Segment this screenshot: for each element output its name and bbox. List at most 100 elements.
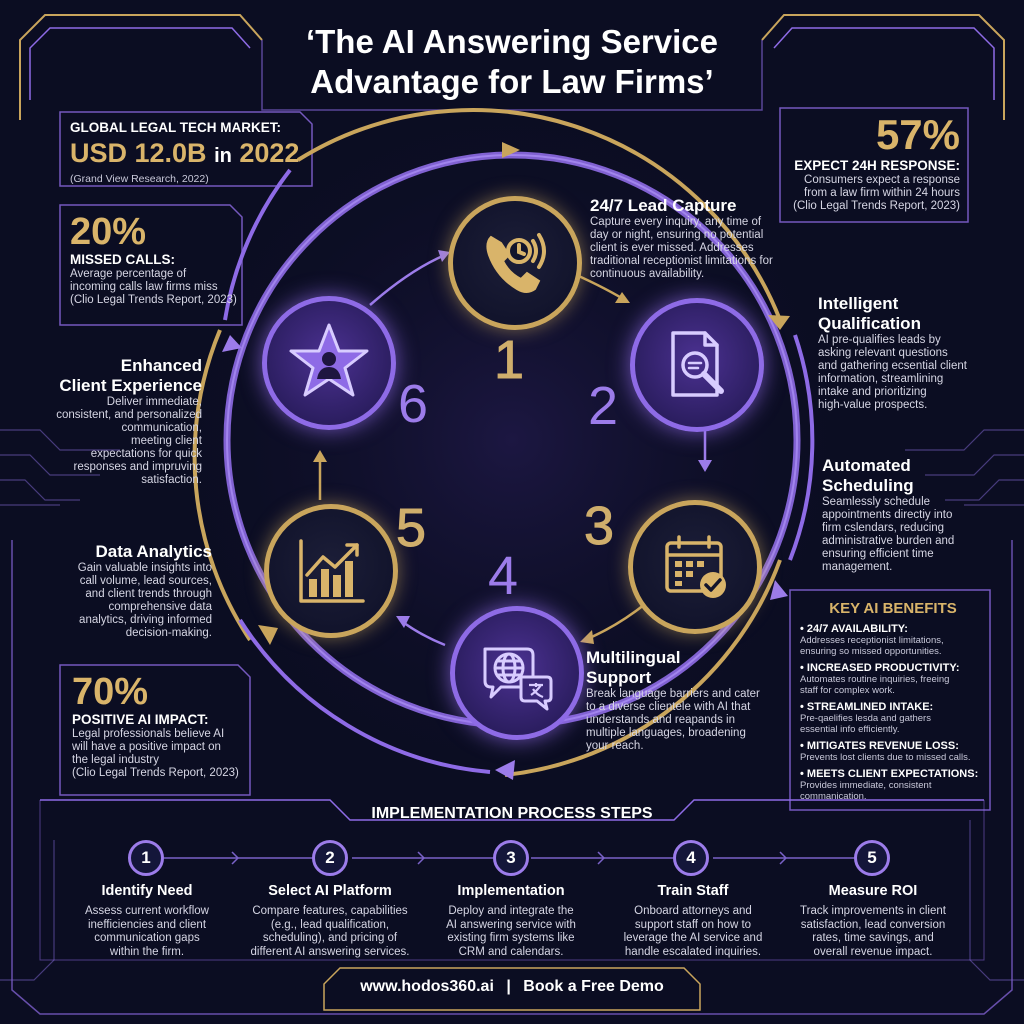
impl-step-number: 1 bbox=[128, 840, 164, 876]
stat-impact-value: 70% bbox=[72, 671, 149, 713]
footer-separator: | bbox=[506, 978, 511, 995]
impl-step-desc: Onboard attorneys and support staff on h… bbox=[603, 905, 783, 959]
cycle-step-3: Automated Scheduling Seamlessly schedule… bbox=[822, 456, 1012, 574]
impl-step-title: Implementation bbox=[457, 883, 565, 899]
cycle-step-5-line: and client trends through bbox=[85, 588, 212, 600]
impl-step-line: Track improvements in client bbox=[800, 905, 946, 917]
cycle-step-2-line: information, streamlining bbox=[818, 373, 944, 385]
document-magnifier-icon bbox=[630, 298, 764, 432]
benefit-item: • MEETS CLIENT EXPECTATIONS: Provides im… bbox=[800, 768, 986, 802]
cycle-step-1-line: continuous availability. bbox=[590, 268, 705, 280]
impl-step-line: Onboard attorneys and bbox=[634, 905, 752, 917]
impl-step-desc: Deploy and integrate the AI answering se… bbox=[421, 905, 601, 959]
benefit-desc: Provides immediate, consistent bbox=[800, 780, 932, 791]
impl-step-number: 3 bbox=[493, 840, 529, 876]
footer: www.hodos360.ai | Book a Free Demo bbox=[324, 978, 700, 996]
stat-impact: 70% POSITIVE AI IMPACT: Legal profession… bbox=[72, 672, 250, 780]
impl-step-line: AI answering service with bbox=[446, 918, 576, 931]
impl-step-line: leverage the AI service and bbox=[623, 932, 763, 944]
stat-impact-desc-3: the legal industry bbox=[72, 754, 159, 766]
impl-step-line: overall revenue impact. bbox=[813, 945, 933, 958]
benefit-desc: Addresses receptionist limitations, bbox=[800, 635, 944, 646]
impl-step-line: rates, time savings, and bbox=[812, 932, 934, 944]
implementation-heading: IMPLEMENTATION PROCESS STEPS bbox=[371, 805, 653, 822]
benefit-item: • INCREASED PRODUCTIVITY: Automates rout… bbox=[800, 662, 986, 696]
benefit-title-text: INCREASED PRODUCTIVITY: bbox=[806, 662, 960, 674]
stat-missed-label: MISSED CALLS: bbox=[70, 252, 176, 267]
cycle-step-3-line: firm cslendars, reducing bbox=[822, 522, 945, 534]
cycle-step-3-title-2: Scheduling bbox=[822, 476, 914, 495]
cycle-step-3-line: Seamlessly schedule bbox=[822, 496, 931, 508]
impl-step-title: Select AI Platform bbox=[268, 883, 392, 899]
benefit-desc: staff for complex work. bbox=[800, 685, 895, 696]
benefit-item: • 24/7 AVAILABILITY: Addresses reception… bbox=[800, 623, 986, 657]
cycle-step-1: 24/7 Lead Capture Capture every inquiry,… bbox=[590, 196, 790, 281]
cycle-step-4-title-1: Multilingual bbox=[586, 648, 681, 667]
growth-chart-icon bbox=[264, 504, 398, 638]
cycle-step-5: Data Analytics Gain valuable insights in… bbox=[44, 542, 212, 640]
step-number-6: 6 bbox=[398, 374, 429, 434]
cycle-step-2-line: and gathering ecsential client bbox=[818, 360, 967, 372]
cycle-step-1-line: Capture every inquiry, any time of bbox=[590, 216, 762, 228]
cycle-step-2-line: intake and prioritizing bbox=[818, 386, 927, 398]
stat-missed-source: (Clio Legal Trends Report, 2023) bbox=[70, 294, 237, 306]
cycle-step-6-line: expectations for quick bbox=[90, 448, 202, 460]
cycle-step-6-line: satisfaction. bbox=[141, 474, 202, 486]
benefit-desc: Pre-qaelifies lesda and gathers bbox=[800, 713, 931, 724]
calendar-check-icon bbox=[628, 500, 762, 634]
impl-step-line: Assess current workflow bbox=[85, 905, 209, 917]
step-number-5: 5 bbox=[395, 498, 427, 558]
cycle-step-2-title-2: Qualification bbox=[818, 314, 921, 333]
book-demo-link[interactable]: Book a Free Demo bbox=[523, 978, 664, 995]
cycle-step-4: Multilingual Support Break language barr… bbox=[586, 648, 796, 753]
benefit-title: • 24/7 AVAILABILITY: bbox=[800, 623, 908, 635]
impl-step-title: Identify Need bbox=[101, 883, 193, 899]
benefit-title-text: 24/7 AVAILABILITY: bbox=[806, 623, 908, 635]
impl-step-line: handle escalated inquiries. bbox=[624, 945, 762, 958]
cycle-step-5-line: comprehensive data bbox=[108, 601, 212, 613]
impl-step-line: communication gaps bbox=[94, 932, 200, 944]
benefit-title: • INCREASED PRODUCTIVITY: bbox=[800, 662, 960, 674]
stat-missed-desc-2: incoming calls law firms miss bbox=[70, 281, 218, 293]
step-number-2: 2 bbox=[588, 376, 619, 436]
impl-step-line: existing firm systems like bbox=[447, 932, 575, 944]
title-line-2: Advantage for Law Firms’ bbox=[310, 63, 714, 100]
benefit-title-text: MEETS CLIENT EXPECTATIONS: bbox=[806, 768, 979, 780]
impl-step-line: satisfaction, lead conversion bbox=[800, 918, 946, 931]
cycle-step-2-title-1: Intelligent bbox=[818, 294, 899, 313]
impl-step-number: 4 bbox=[673, 840, 709, 876]
impl-step-line: Compare features, capabilities bbox=[252, 905, 408, 917]
stat-response-desc-1: Consumers expect a response bbox=[804, 174, 960, 186]
phone-clock-icon bbox=[448, 196, 582, 330]
cycle-step-5-line: call volume, lead sources, bbox=[79, 575, 212, 587]
cycle-step-4-line: to a diverse clientele with AI that bbox=[586, 701, 751, 713]
stat-missed-value: 20% bbox=[70, 211, 147, 253]
stat-market-value: USD 12.0B bbox=[70, 138, 207, 168]
cycle-step-3-line: ensuring efficient time bbox=[822, 548, 934, 560]
benefit-desc: essential info efficiently. bbox=[800, 724, 900, 735]
cycle-step-3-title-1: Automated bbox=[822, 456, 911, 475]
impl-step-desc: Compare features, capabilities (e.g., le… bbox=[232, 905, 428, 959]
impl-step-line: different AI answering services. bbox=[250, 945, 410, 958]
stat-market-year: 2022 bbox=[239, 138, 300, 168]
benefit-desc: ensuring so missed opportunities. bbox=[800, 646, 942, 657]
cycle-step-4-title-2: Support bbox=[586, 668, 652, 687]
website-link[interactable]: www.hodos360.ai bbox=[360, 978, 494, 995]
stat-impact-label: POSITIVE AI IMPACT: bbox=[72, 712, 209, 727]
cycle-step-6-title-1: Enhanced bbox=[120, 356, 202, 375]
cycle-step-6: Enhanced Client Experience Deliver immed… bbox=[40, 356, 202, 487]
stat-market-source: (Grand View Research, 2022) bbox=[70, 173, 209, 185]
stat-impact-source: (Clio Legal Trends Report, 2023) bbox=[72, 767, 239, 779]
cycle-step-4-line: your reach. bbox=[586, 740, 644, 752]
cycle-step-6-line: Deliver immediate, bbox=[106, 396, 202, 408]
stat-response-label: EXPECT 24H RESPONSE: bbox=[794, 158, 960, 173]
impl-step-line: support staff on how to bbox=[634, 918, 752, 931]
step-number-1: 1 bbox=[493, 330, 525, 390]
step-number-3: 3 bbox=[583, 496, 615, 556]
cycle-step-4-line: Break language barriers and cater bbox=[586, 688, 760, 700]
impl-step-line: inefficiencies and client bbox=[87, 918, 207, 931]
benefit-title-text: STREAMLINED INTAKE: bbox=[806, 701, 934, 713]
impl-step-number: 2 bbox=[312, 840, 348, 876]
cycle-step-3-line: appointments directiy into bbox=[822, 509, 953, 521]
impl-step-line: Deploy and integrate the bbox=[448, 905, 574, 917]
